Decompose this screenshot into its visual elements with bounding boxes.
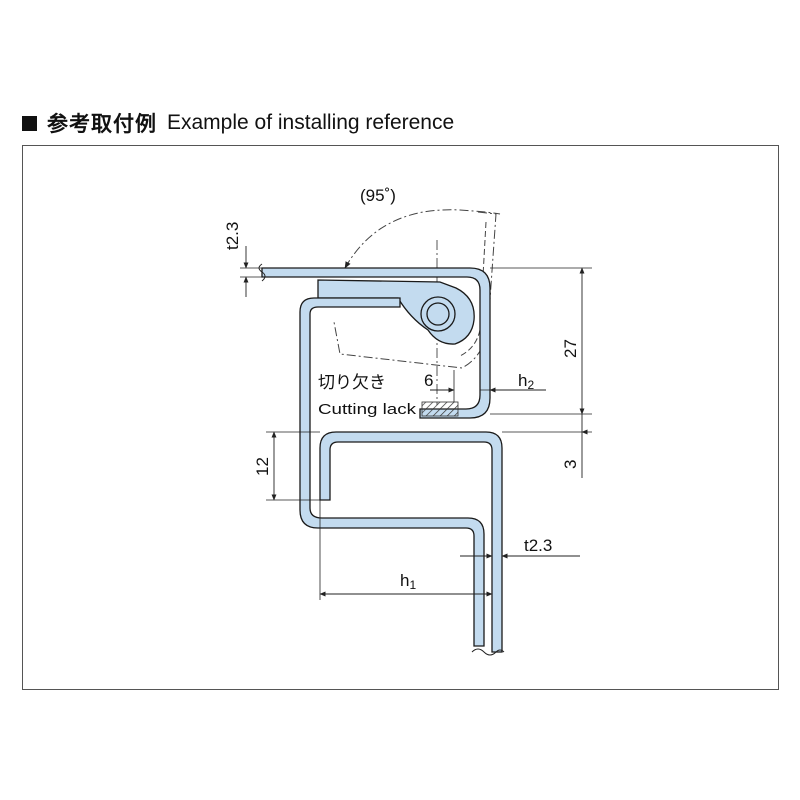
angle-label: (95˚) [360,186,396,205]
rotation-arc [344,209,501,269]
cut-en-label: Cutting lack [318,401,417,418]
top-leaf [261,267,491,419]
section-heading: 参考取付例 Example of installing reference [22,106,454,140]
dim-6-label: 6 [424,371,433,390]
t-right-label: t2.3 [524,536,552,555]
t-top-label: t2.3 [223,222,242,250]
h2-base: h [518,371,527,390]
dim-12-label: 12 [253,457,272,476]
dim-27-label: 27 [561,339,580,358]
cut-jp-label: 切り欠き [318,373,386,393]
h1-base: h [400,571,409,590]
pin-inner [426,302,450,326]
square-bullet-icon [22,115,37,131]
h2-sub: 2 [527,378,534,392]
cutting-lack-hatch [421,401,459,417]
heading-jp: 参考取付例 [47,112,157,136]
break-mark-bottom [471,648,505,656]
dim-3-label: 3 [561,460,580,469]
diagram-frame [22,145,779,690]
frame-leaf [299,297,485,647]
heading-en: Example of installing reference [167,111,455,134]
break-mark-top [258,263,266,282]
h1-label: h1 [400,571,416,592]
h2-label: h2 [518,371,534,392]
h1-sub: 1 [409,578,416,592]
door-part [319,431,503,653]
